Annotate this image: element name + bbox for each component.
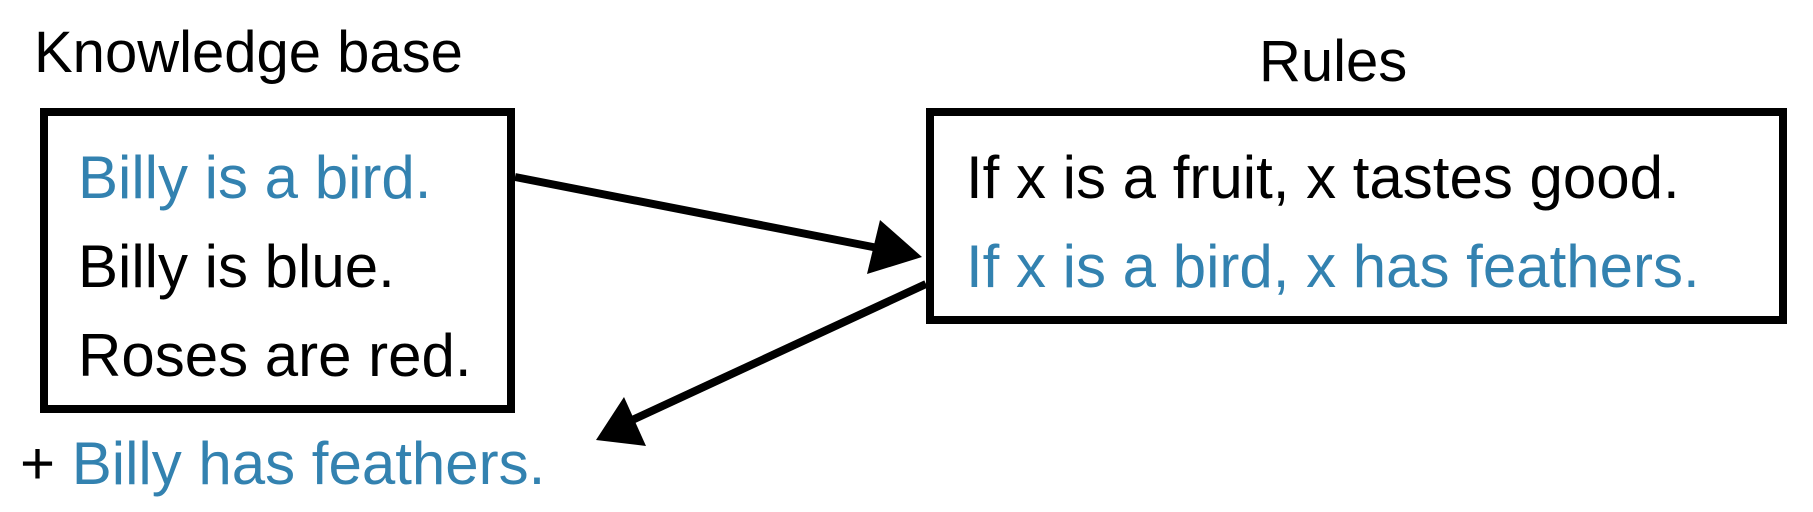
arrow-fact-to-rule-shaft	[514, 173, 879, 252]
rules-heading: Rules	[1259, 29, 1408, 94]
derived-plus-sign: +	[20, 430, 56, 497]
rule-bird-has-feathers: If x is a bird, x has feathers.	[966, 233, 1700, 300]
knowledge-base-box	[40, 108, 515, 413]
arrow-fact-to-rule	[514, 173, 922, 274]
rule-fruit-tastes-good: If x is a fruit, x tastes good.	[966, 144, 1680, 211]
kb-fact-roses-are-red: Roses are red.	[78, 322, 472, 389]
arrow-rule-to-derived	[596, 280, 928, 446]
kb-fact-billy-is-blue: Billy is blue.	[78, 233, 395, 300]
arrow-rule-to-derived-head	[596, 397, 646, 446]
arrow-rule-to-derived-shaft	[626, 280, 928, 426]
kb-fact-billy-is-a-bird: Billy is a bird.	[78, 144, 432, 211]
derived-fact-text: Billy has feathers.	[71, 430, 546, 497]
knowledge-base-heading: Knowledge base	[34, 20, 463, 85]
arrow-fact-to-rule-head	[867, 220, 922, 274]
derived-fact: + Billy has feathers.	[20, 434, 545, 494]
rules-box	[926, 108, 1787, 324]
